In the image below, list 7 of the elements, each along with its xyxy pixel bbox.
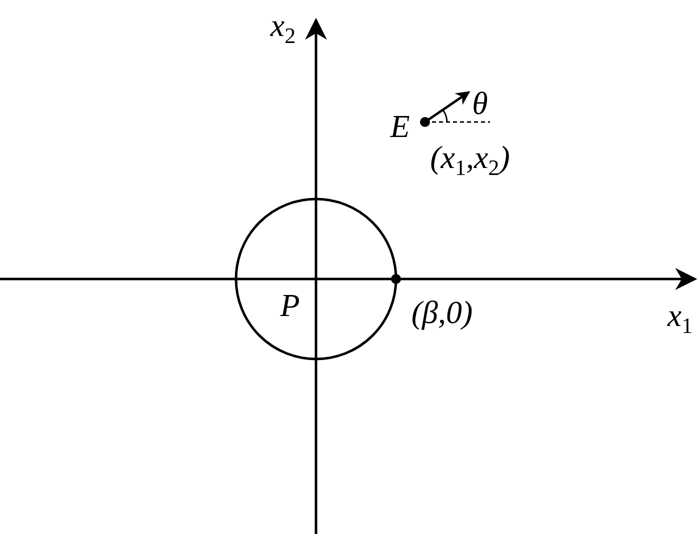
coordinate-label: (β,0) xyxy=(411,296,473,328)
angle-label: θ xyxy=(472,87,488,119)
axis-label: x$_{1}$ xyxy=(667,298,693,338)
point-label: E xyxy=(390,110,410,142)
coordinate-label: (x$_{1}$,x$_{2}$) xyxy=(430,140,510,180)
axis-label: x$_{2}$ xyxy=(270,8,296,48)
point-label: P xyxy=(280,289,300,321)
